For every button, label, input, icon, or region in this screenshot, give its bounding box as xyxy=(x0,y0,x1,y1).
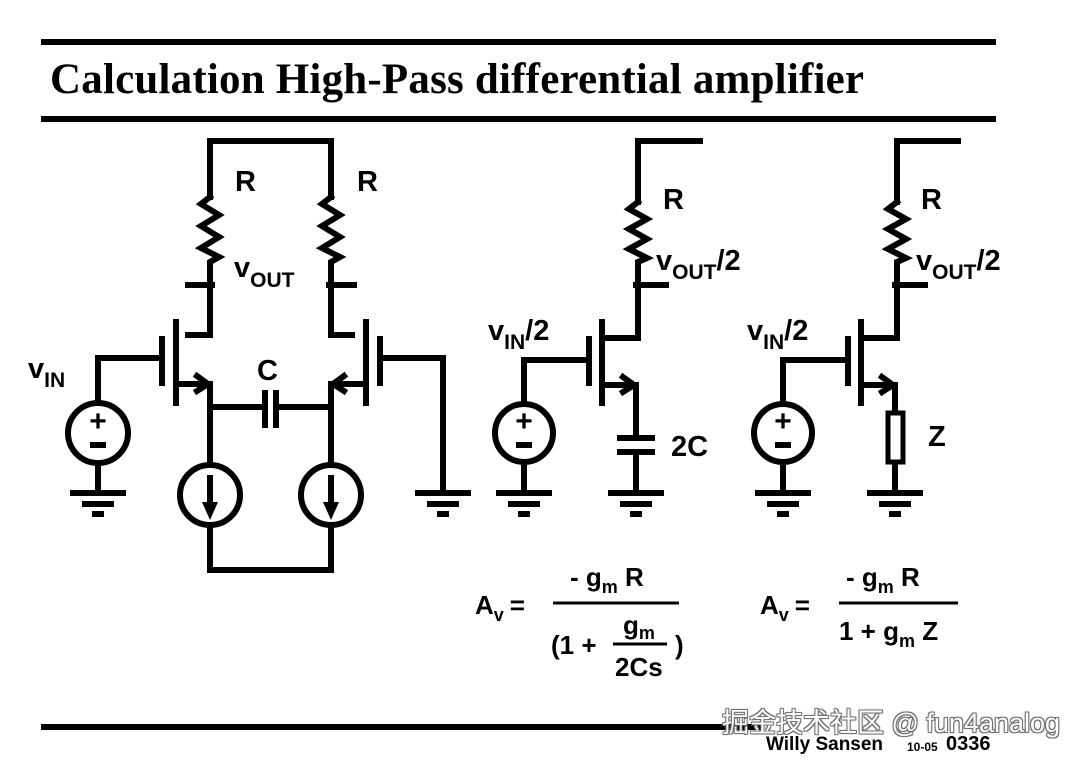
ground-icon xyxy=(496,493,552,514)
footer-date-code: 10-05 xyxy=(907,740,938,754)
title-underline-rule xyxy=(41,116,996,122)
gate-wire xyxy=(780,357,848,407)
resistor-left xyxy=(185,192,226,338)
capacitor-c xyxy=(207,390,334,428)
differential-circuit: + R R vOUT vIN C xyxy=(28,138,471,573)
denominator-open: (1 + xyxy=(551,630,597,660)
voltage-source: + xyxy=(492,401,556,495)
half-circuit-capacitor: + R vOUT/2 vIN/2 2C xyxy=(488,138,741,514)
resistor xyxy=(605,197,655,341)
numerator: - gm R xyxy=(570,562,644,597)
plus-sign: + xyxy=(774,405,792,438)
supply-rail xyxy=(207,138,334,200)
resistor-label-left: R xyxy=(235,166,256,198)
vin-half-label: vIN/2 xyxy=(488,315,549,354)
equation-gain-impedance: Av= - gm R 1 + gm Z xyxy=(760,562,958,651)
plus-sign: + xyxy=(515,405,533,438)
supply-rail xyxy=(894,138,961,205)
nmos-right xyxy=(327,319,446,493)
capacitor-label: 2C xyxy=(671,431,708,463)
resistor-label: R xyxy=(663,184,684,216)
supply-rail xyxy=(635,138,703,205)
capacitor-label: C xyxy=(257,355,278,387)
inner-numerator: gm xyxy=(623,610,655,643)
impedance-label: Z xyxy=(928,421,946,453)
voltage-source: + xyxy=(751,401,815,495)
plus-sign: + xyxy=(89,405,107,438)
vout-half-label: vOUT/2 xyxy=(656,245,741,284)
voltage-source-vin: + xyxy=(65,400,131,495)
current-source-right xyxy=(298,462,364,528)
half-circuit-impedance: + R vOUT/2 vIN/2 Z xyxy=(747,138,1001,514)
minus-sign xyxy=(516,442,532,448)
ground-icon xyxy=(608,493,664,514)
resistor-right xyxy=(315,192,355,338)
watermark: 掘金技术社区 @ fun4analog xyxy=(722,708,1061,738)
nmos xyxy=(845,319,899,415)
ground-icon xyxy=(867,493,923,514)
footer-slide-number: 0336 xyxy=(946,733,991,755)
equation-gain-capacitor: Av= - gm R (1 + gm 2Cs ) xyxy=(475,562,684,682)
gain-symbol: Av= xyxy=(475,590,525,625)
footer-rule xyxy=(41,724,761,730)
resistor-label-right: R xyxy=(357,166,378,198)
resistor-label: R xyxy=(921,184,942,216)
minus-sign xyxy=(775,442,791,448)
ground-icon xyxy=(70,493,126,514)
current-source-left xyxy=(177,462,243,528)
vin-label: vIN xyxy=(28,353,65,392)
gain-symbol: Av= xyxy=(760,590,810,625)
impedance-z xyxy=(885,410,906,495)
resistor xyxy=(864,197,914,341)
ground-icon xyxy=(415,493,471,514)
footer-author: Willy Sansen xyxy=(766,734,884,755)
ground-icon xyxy=(755,493,811,514)
vin-half-label: vIN/2 xyxy=(747,315,808,354)
gate-wire-left xyxy=(95,355,162,406)
inner-denominator: 2Cs xyxy=(615,652,663,682)
minus-sign xyxy=(90,442,106,448)
denominator-close: ) xyxy=(675,630,684,660)
slide-title: Calculation High-Pass differential ampli… xyxy=(50,56,865,103)
vout-half-label: vOUT/2 xyxy=(916,245,1001,284)
vout-label: vOUT xyxy=(234,252,295,292)
top-rule xyxy=(41,39,996,45)
gate-to-ground-wire xyxy=(380,355,446,493)
nmos-left xyxy=(159,319,214,468)
tail-wire xyxy=(207,522,334,573)
capacitor-2c xyxy=(617,435,655,495)
gate-wire xyxy=(521,357,589,407)
numerator: - gm R xyxy=(846,562,920,597)
nmos xyxy=(586,319,640,439)
denominator: 1 + gm Z xyxy=(839,616,938,651)
